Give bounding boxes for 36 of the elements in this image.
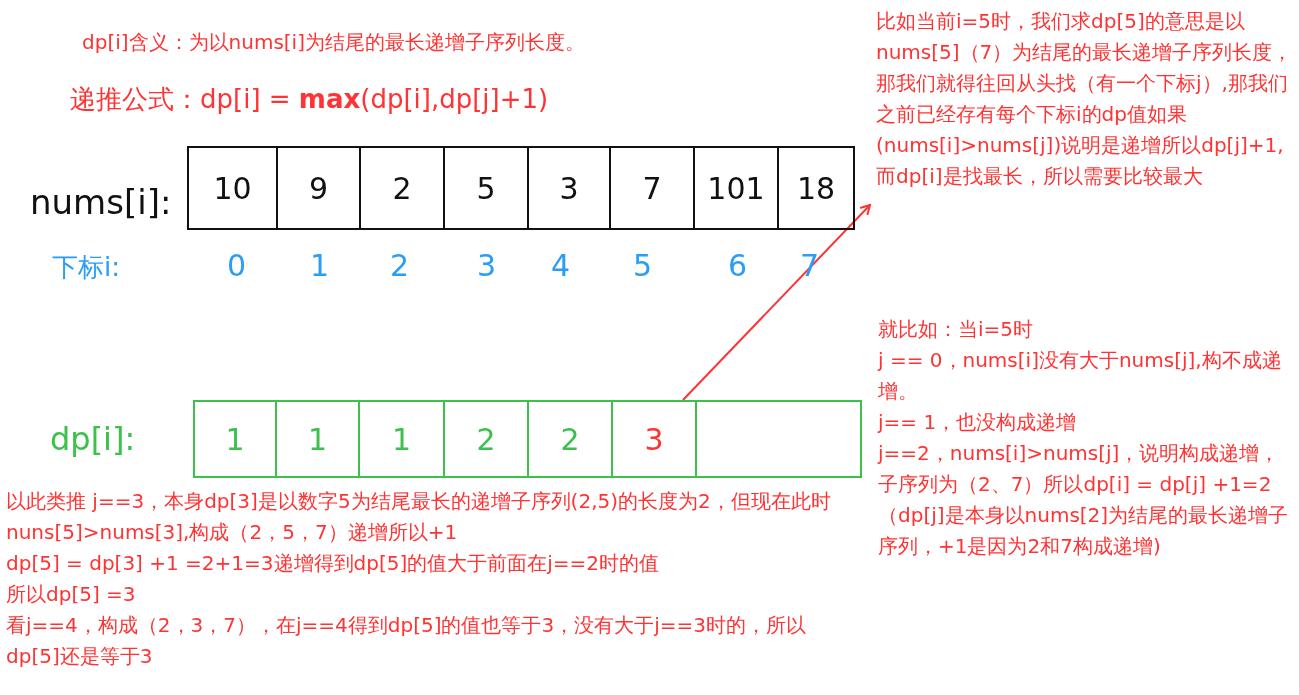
array-cell: 3 xyxy=(611,400,697,478)
array-label: dp[i]: xyxy=(50,420,136,459)
formula-text: 递推公式：dp[i] = max(dp[i],dp[j]+1) xyxy=(70,84,549,116)
array-cell: 5 xyxy=(443,146,529,230)
note-text: 所以dp[5] =3 xyxy=(6,581,137,608)
note-text: j==2，nums[i]>nums[j]，说明构成递增，子序列为（2、7）所以dp[i] = dp[j] +1=2（dp[j]是本身以nums[2]为结尾的最长递增子序列，+1是因为2和7构成递增) xyxy=(878,440,1290,560)
array-cell: 2 xyxy=(527,400,613,478)
index-label: 下标i: xyxy=(52,252,120,284)
note-text: 就比如：当i=5时 xyxy=(878,316,1035,343)
array-label: nums[i]: xyxy=(30,182,172,223)
array-cell: 1 xyxy=(358,400,445,478)
note-text: 比如当前i=5时，我们求dp[5]的意思是以nums[5]（7）为结尾的最长递增子序列长度，那我们就得往回从头找（有一个下标j）,那我们之前已经存有每个下标i的dp值如果(nums[i]>nums[j])说明是递增所以dp[j]+1,而dp[i]是找最长，所以需要比较最大 xyxy=(876,6,1296,192)
array-cell: 7 xyxy=(609,146,695,230)
array-cell xyxy=(695,400,862,478)
array-cell: 101 xyxy=(693,146,779,230)
array-cell: 2 xyxy=(359,146,445,230)
array-cell: 10 xyxy=(187,146,278,230)
array-cell: 9 xyxy=(276,146,361,230)
arrow xyxy=(682,204,871,401)
array-cell: 2 xyxy=(443,400,529,478)
index-number: 5 xyxy=(633,248,653,284)
definition-text: dp[i]含义：为以nums[i]为结尾的最长递增子序列长度。 xyxy=(82,30,585,54)
index-number: 2 xyxy=(390,248,410,284)
note-text: 看j==4，构成（2，3，7），在j==4得到dp[5]的值也等于3，没有大于j==3时的，所以dp[5]还是等于3 xyxy=(6,612,807,670)
index-number: 0 xyxy=(227,248,247,284)
array-cell: 1 xyxy=(193,400,277,478)
array-cell: 18 xyxy=(777,146,855,230)
note-text: dp[5] = dp[3] +1 =2+1=3递增得到dp[5]的值大于前面在j==2时的值 xyxy=(6,550,661,577)
index-number: 6 xyxy=(728,248,748,284)
array-cell: 3 xyxy=(527,146,611,230)
index-number: 1 xyxy=(310,248,330,284)
note-text: j== 1，也没构成递增 xyxy=(878,409,1078,436)
array-cell: 1 xyxy=(275,400,360,478)
index-number: 3 xyxy=(477,248,497,284)
note-text: j == 0，nums[i]没有大于nums[j],构不成递增。 xyxy=(878,347,1283,405)
index-number: 4 xyxy=(551,248,571,284)
